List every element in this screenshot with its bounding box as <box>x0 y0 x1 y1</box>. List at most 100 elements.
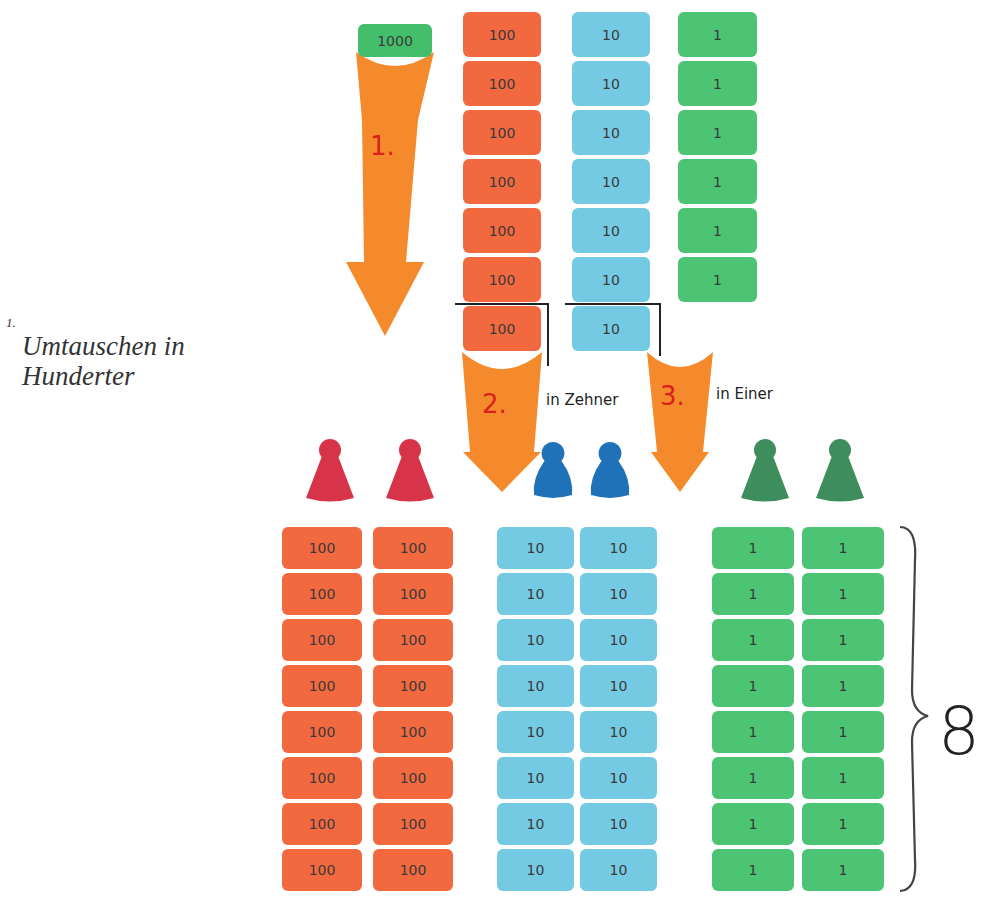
card-value: 100 <box>400 678 427 694</box>
place-value-card: 100 <box>463 208 541 253</box>
place-value-card: 10 <box>497 849 574 891</box>
card-value: 100 <box>309 862 336 878</box>
place-value-card: 1 <box>678 208 757 253</box>
place-value-card: 10 <box>572 257 650 302</box>
card-value: 1 <box>749 586 758 602</box>
card-value: 100 <box>309 586 336 602</box>
place-value-card: 1 <box>712 527 794 569</box>
place-value-card: 100 <box>373 527 453 569</box>
place-value-card: 10 <box>580 573 657 615</box>
card-value: 10 <box>527 678 545 694</box>
card-value: 10 <box>527 724 545 740</box>
card-value: 10 <box>602 76 620 92</box>
card-value: 1 <box>713 223 722 239</box>
green-pawn <box>741 439 789 502</box>
place-value-card: 1 <box>712 619 794 661</box>
card-value: 100 <box>489 321 516 337</box>
card-value: 1 <box>713 174 722 190</box>
step-number: 1. <box>370 132 395 161</box>
place-value-card: 1 <box>712 711 794 753</box>
card-value: 10 <box>610 632 628 648</box>
place-value-card: 100 <box>282 527 362 569</box>
place-value-card: 1000 <box>358 24 432 57</box>
card-value: 10 <box>602 174 620 190</box>
card-value: 10 <box>527 862 545 878</box>
place-value-card: 100 <box>463 257 541 302</box>
card-value: 10 <box>610 586 628 602</box>
card-value: 100 <box>489 76 516 92</box>
card-value: 100 <box>489 125 516 141</box>
place-value-card: 100 <box>373 619 453 661</box>
place-value-card: 1 <box>678 257 757 302</box>
card-value: 100 <box>400 632 427 648</box>
step-number: 2. <box>482 390 507 419</box>
place-value-card: 10 <box>497 665 574 707</box>
place-value-card: 100 <box>282 619 362 661</box>
card-value: 100 <box>489 223 516 239</box>
place-value-card: 100 <box>373 803 453 845</box>
card-value: 10 <box>602 272 620 288</box>
place-value-card: 100 <box>373 573 453 615</box>
card-value: 10 <box>527 632 545 648</box>
exchange-arrow <box>346 52 434 336</box>
place-value-card: 1 <box>678 61 757 106</box>
place-value-card: 100 <box>373 711 453 753</box>
card-value: 10 <box>610 724 628 740</box>
card-value: 100 <box>489 27 516 43</box>
exchange-arrow <box>462 352 542 492</box>
place-value-card: 10 <box>497 573 574 615</box>
place-value-card: 1 <box>712 849 794 891</box>
card-value: 1 <box>839 862 848 878</box>
card-value: 1 <box>749 862 758 878</box>
place-value-card: 10 <box>497 757 574 799</box>
place-value-card: 10 <box>580 711 657 753</box>
place-value-card: 100 <box>463 12 541 57</box>
card-value: 10 <box>610 770 628 786</box>
place-value-card: 100 <box>463 110 541 155</box>
card-value: 1 <box>749 724 758 740</box>
card-value: 100 <box>309 632 336 648</box>
step-note: in Zehner <box>546 392 618 409</box>
card-value: 1 <box>839 632 848 648</box>
place-value-card: 100 <box>282 711 362 753</box>
card-value: 100 <box>400 586 427 602</box>
card-value: 100 <box>489 174 516 190</box>
place-value-card: 1 <box>802 619 884 661</box>
place-value-card: 100 <box>373 849 453 891</box>
card-value: 10 <box>602 27 620 43</box>
red-pawn <box>386 439 434 502</box>
card-value: 1 <box>839 586 848 602</box>
place-value-card: 10 <box>497 711 574 753</box>
card-value: 10 <box>527 816 545 832</box>
place-value-card: 100 <box>463 159 541 204</box>
card-value: 100 <box>309 724 336 740</box>
place-value-card: 1 <box>802 757 884 799</box>
card-value: 10 <box>610 862 628 878</box>
place-value-card: 1 <box>712 573 794 615</box>
place-value-card: 10 <box>572 12 650 57</box>
place-value-card: 10 <box>497 803 574 845</box>
card-value: 1 <box>749 770 758 786</box>
curly-brace <box>900 527 928 891</box>
card-value: 1 <box>839 724 848 740</box>
card-value: 100 <box>400 862 427 878</box>
card-value: 100 <box>309 540 336 556</box>
card-value: 1 <box>749 632 758 648</box>
place-value-card: 100 <box>282 757 362 799</box>
card-value: 10 <box>602 125 620 141</box>
card-value: 100 <box>309 770 336 786</box>
exchange-arrow <box>647 352 713 492</box>
place-value-card: 100 <box>463 61 541 106</box>
place-value-card: 1 <box>802 573 884 615</box>
blue-pawn <box>534 442 573 498</box>
red-pawn <box>306 439 354 502</box>
card-value: 1 <box>713 76 722 92</box>
card-value: 1000 <box>377 33 413 49</box>
place-value-card: 1 <box>712 803 794 845</box>
place-value-card: 10 <box>580 849 657 891</box>
card-value: 1 <box>713 272 722 288</box>
place-value-card: 1 <box>712 665 794 707</box>
card-value: 10 <box>610 540 628 556</box>
place-value-card: 10 <box>580 619 657 661</box>
